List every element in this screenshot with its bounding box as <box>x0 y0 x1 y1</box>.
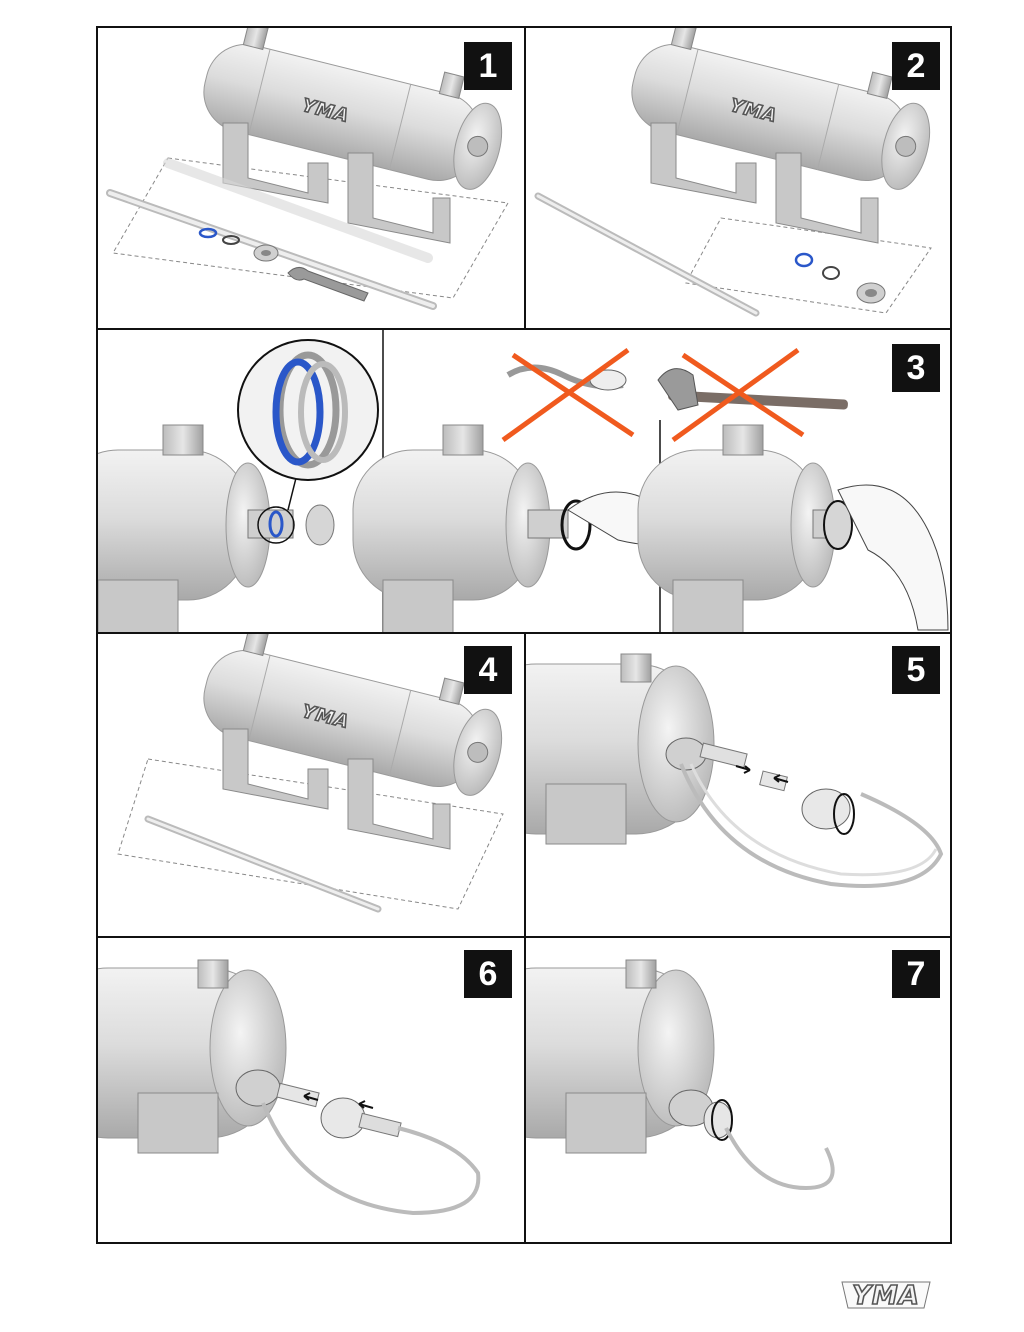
uv-unit-sleeve-installed-illustration: YMA <box>526 28 950 330</box>
step-1-panel: YMA 1 <box>98 28 526 330</box>
brand-logo-text: YMA <box>852 1281 920 1311</box>
step-number-badge: 7 <box>892 950 940 998</box>
step-5-panel: 5 <box>526 634 950 938</box>
step-4-panel: YMA 4 <box>98 634 526 938</box>
uv-unit-with-parts-illustration: YMA <box>98 28 526 330</box>
hand-tighten-nut-illustration <box>98 330 950 634</box>
step-6-panel: 6 <box>98 938 526 1244</box>
brand-logo: YMA <box>838 1278 934 1312</box>
step-3-panel: 3 <box>98 330 950 634</box>
step-number-badge: 6 <box>464 950 512 998</box>
step-7-panel: 7 <box>526 938 950 1244</box>
step-number-badge: 3 <box>892 344 940 392</box>
step-number-badge: 5 <box>892 646 940 694</box>
step-2-panel: YMA 2 <box>526 28 950 330</box>
instruction-sheet-frame: YMA 1 <box>96 26 952 1244</box>
tighten-cap-illustration <box>526 938 950 1244</box>
insert-lamp-illustration: YMA <box>98 634 526 938</box>
step-number-badge: 2 <box>892 42 940 90</box>
step-number-badge: 1 <box>464 42 512 90</box>
step-number-badge: 4 <box>464 646 512 694</box>
connect-lamp-plug-illustration <box>526 634 950 938</box>
slide-cap-onto-nut-illustration <box>98 938 526 1244</box>
